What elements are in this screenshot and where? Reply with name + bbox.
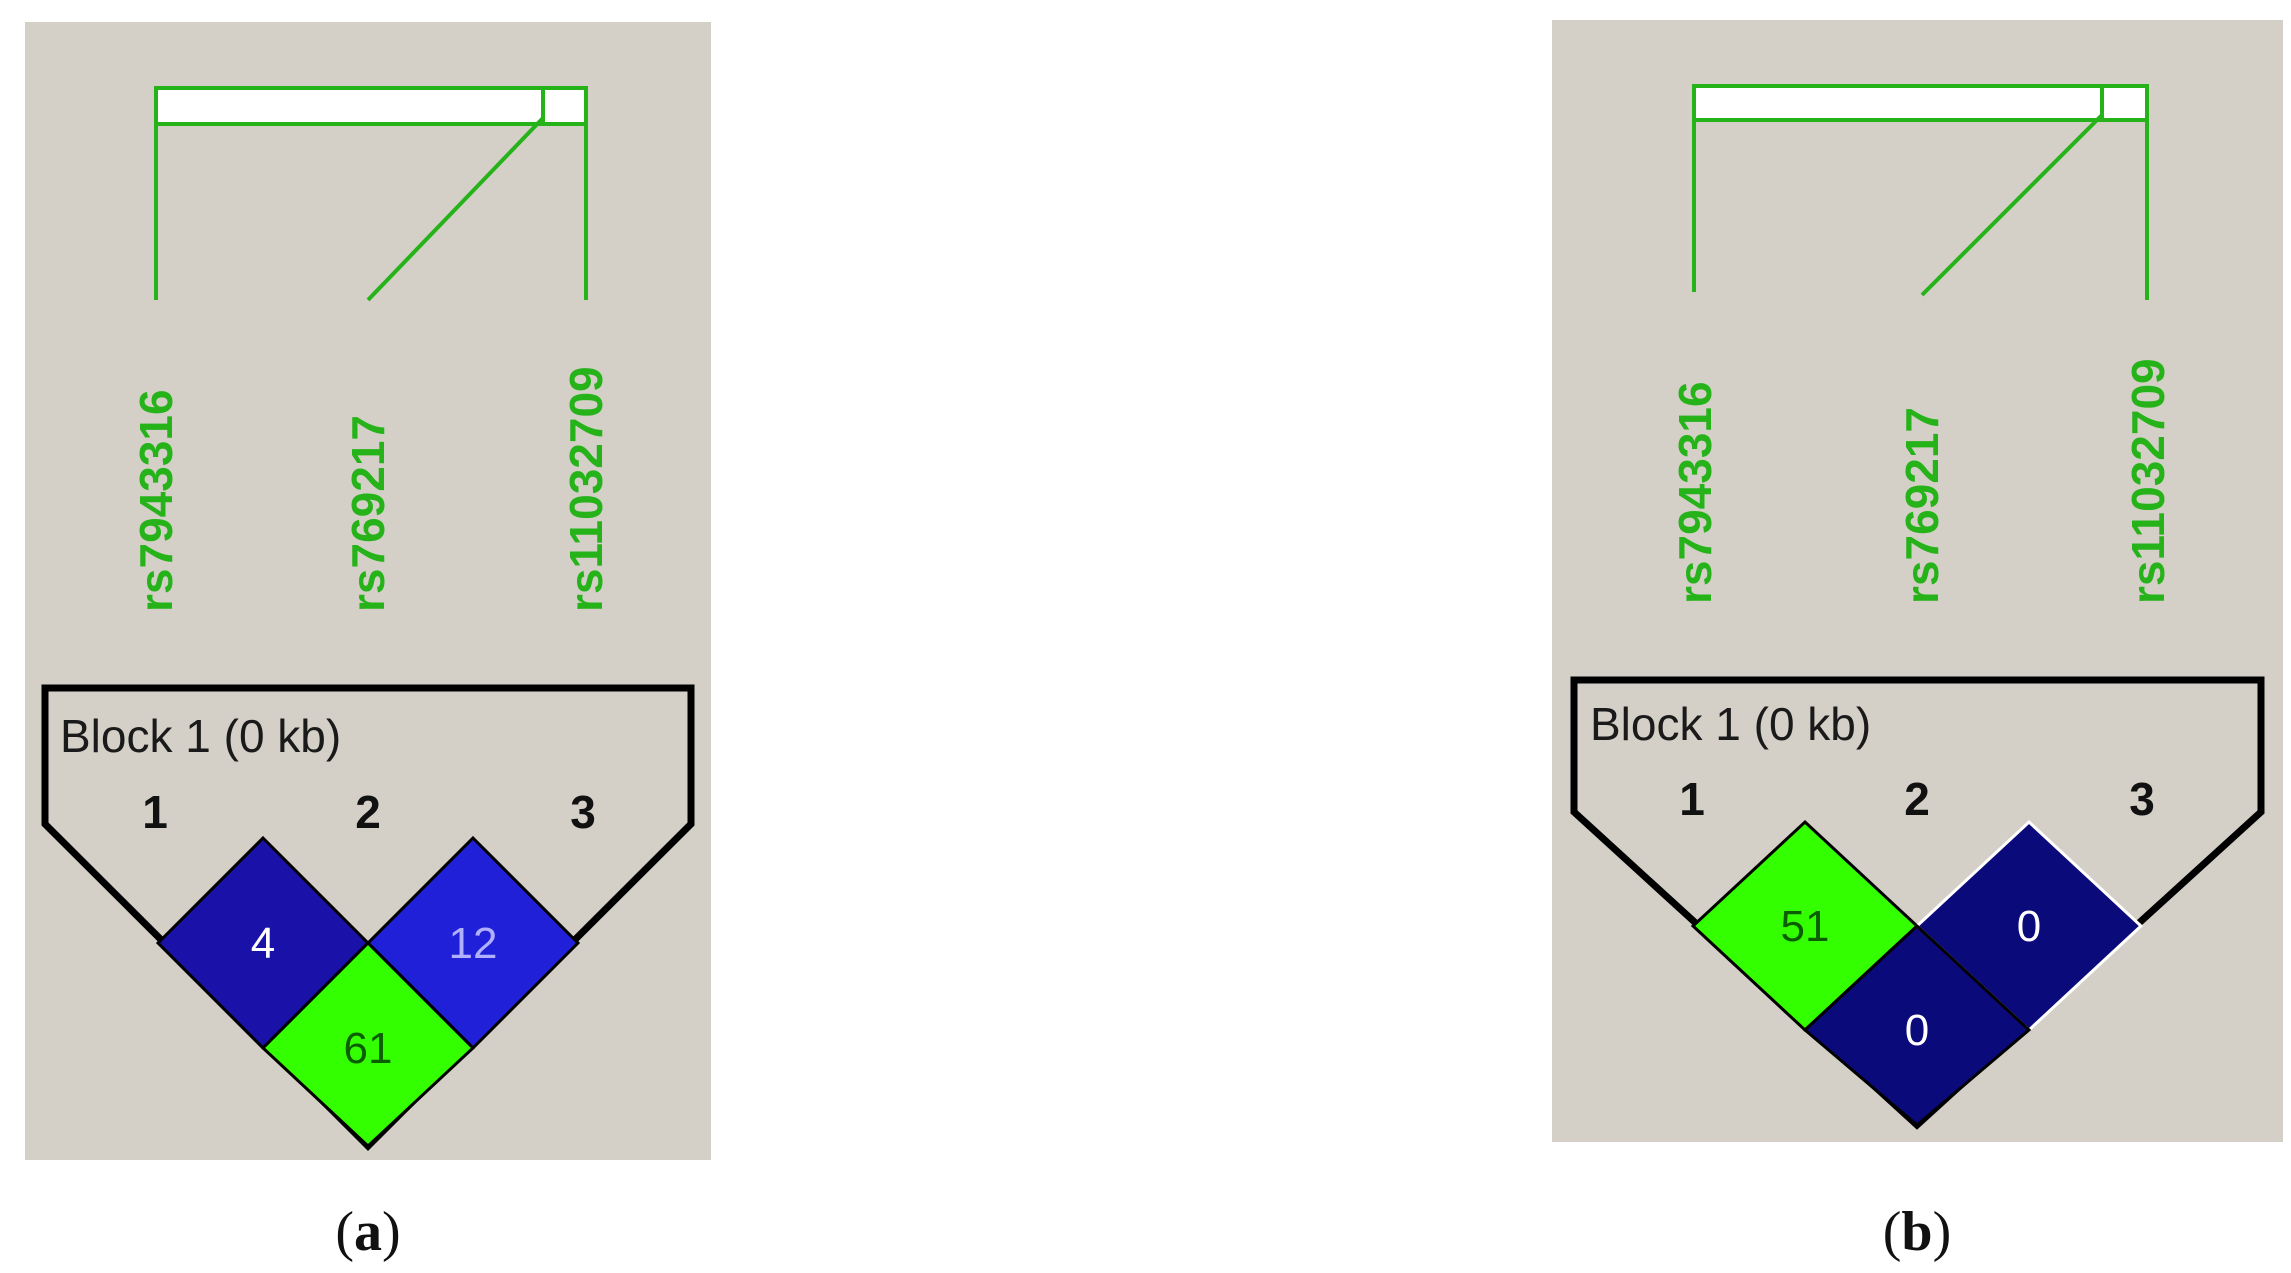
panel-b-snp-label-2: rs769217	[1896, 407, 1948, 604]
panel-a-marker-map	[154, 86, 588, 302]
panel-a-caption-close: )	[382, 1201, 401, 1263]
panel-b-index-1: 1	[1679, 773, 1705, 825]
panel-b-marker-map	[1692, 84, 2149, 300]
panel-a-index-3: 3	[570, 786, 596, 838]
panel-a-cell-1-3-diamond	[260, 940, 476, 1149]
panel-a-snp-label-2: rs769217	[342, 415, 394, 612]
panel-a: rs7943316 rs769217 rs11032709 Block 1 (0…	[25, 22, 711, 1263]
panel-a-caption-letter: a	[354, 1201, 382, 1263]
panel-a-index-1: 1	[142, 786, 168, 838]
panel-a-caption-open: (	[335, 1201, 354, 1263]
panel-b-connector-2	[1920, 113, 2104, 297]
panel-a-cell-1-3-value: 61	[344, 1024, 393, 1073]
panel-b-snp-label-3: rs11032709	[2122, 358, 2174, 604]
panel-a-cell-1-3: 61	[260, 940, 476, 1149]
panel-b-snp-label-1: rs7943316	[1669, 381, 1721, 604]
panel-b: rs7943316 rs769217 rs11032709 Block 1 (0…	[1552, 20, 2283, 1263]
panel-a-caption: (a)	[335, 1201, 400, 1263]
panel-b-cell-2-3-value: 0	[2017, 902, 2041, 951]
panel-b-caption: (b)	[1883, 1201, 1951, 1263]
panel-b-caption-letter: b	[1901, 1201, 1932, 1263]
panel-b-block-label: Block 1 (0 kb)	[1590, 698, 1871, 750]
panel-a-block-label: Block 1 (0 kb)	[60, 710, 341, 762]
panel-b-cell-1-3: 0	[1802, 923, 2032, 1127]
panel-a-index-2: 2	[355, 786, 381, 838]
panel-b-index-3: 3	[2129, 773, 2155, 825]
panel-b-cell-1-2-value: 51	[1781, 902, 1830, 951]
panel-b-map-bar	[1692, 84, 2149, 122]
panel-b-index-2: 2	[1904, 773, 1930, 825]
panel-b-cell-1-3-diamond	[1802, 923, 2032, 1127]
panel-a-cell-2-3-value: 12	[449, 919, 498, 968]
panel-a-connector-2	[366, 116, 545, 302]
panel-b-cell-1-3-value: 0	[1905, 1006, 1929, 1055]
panel-a-snp-label-3: rs11032709	[560, 366, 612, 612]
panel-b-caption-close: )	[1933, 1201, 1952, 1263]
panel-b-caption-open: (	[1883, 1201, 1902, 1263]
panel-a-snp-label-1: rs7943316	[130, 389, 182, 612]
panel-a-cell-1-2-value: 4	[251, 919, 275, 968]
panel-a-map-bar	[154, 86, 588, 126]
